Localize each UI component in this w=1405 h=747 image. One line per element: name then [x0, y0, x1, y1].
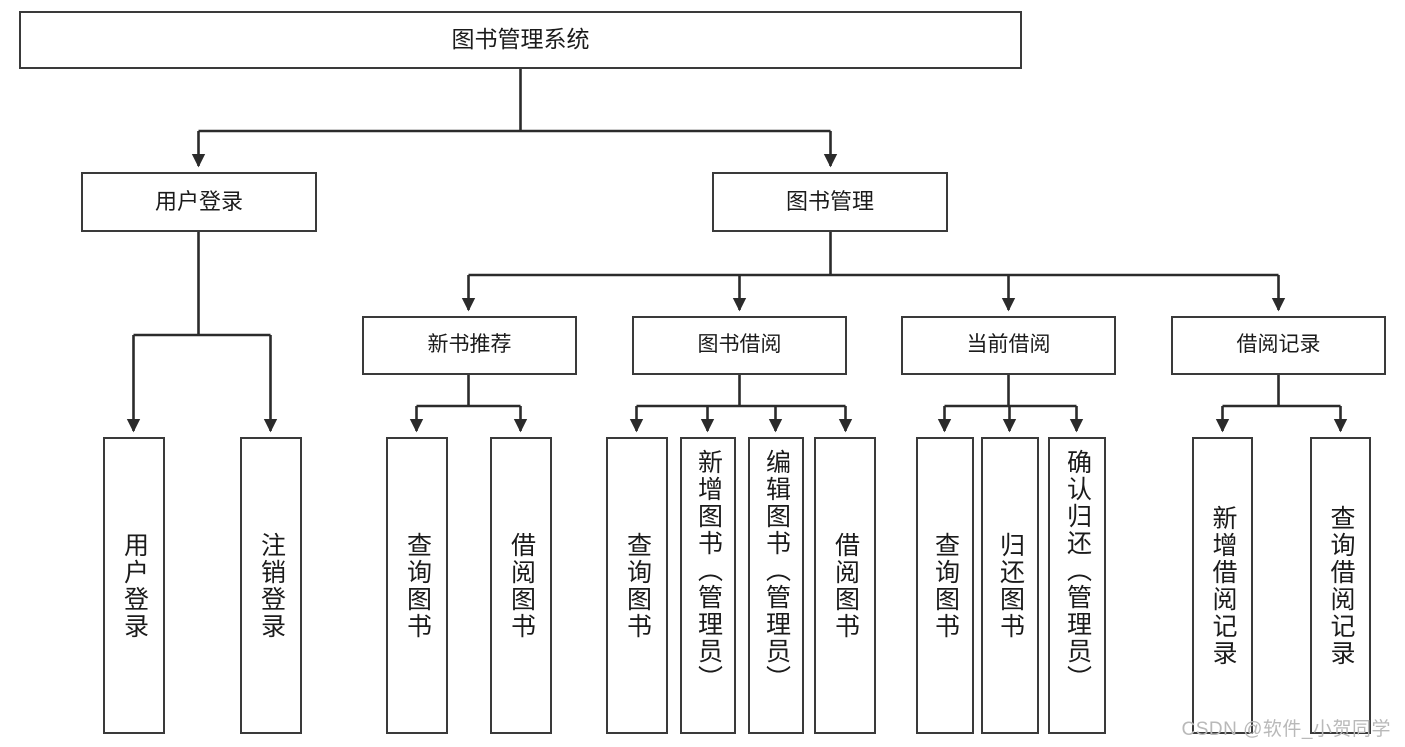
node-current-borrowing[interactable]: 当前借阅 — [901, 316, 1116, 375]
node-label: 注销登录 — [257, 531, 286, 640]
node-user-login[interactable]: 用户登录 — [81, 172, 317, 232]
node-label: 当前借阅 — [966, 333, 1051, 357]
node-label: 查询图书 — [403, 531, 432, 640]
node-label: 用户登录 — [120, 531, 149, 640]
node-label: 确认归还（管理员） — [1063, 449, 1092, 692]
node-label: 借阅记录 — [1236, 333, 1321, 357]
node-label: 编辑图书（管理员） — [762, 449, 791, 692]
node-borrowing-records[interactable]: 借阅记录 — [1171, 316, 1386, 375]
node-leaf-query-borrow-record[interactable]: 查询借阅记录 — [1310, 437, 1371, 734]
node-label: 新增图书（管理员） — [694, 449, 723, 692]
node-leaf-query-book-recommend[interactable]: 查询图书 — [386, 437, 448, 734]
node-leaf-return-book[interactable]: 归还图书 — [981, 437, 1039, 734]
node-leaf-query-book-current[interactable]: 查询图书 — [916, 437, 974, 734]
node-leaf-confirm-return-admin[interactable]: 确认归还（管理员） — [1048, 437, 1106, 734]
node-book-management[interactable]: 图书管理 — [712, 172, 948, 232]
node-book-borrowing[interactable]: 图书借阅 — [632, 316, 847, 375]
node-leaf-add-book-admin[interactable]: 新增图书（管理员） — [680, 437, 736, 734]
node-label: 查询借阅记录 — [1327, 504, 1355, 667]
node-label: 用户登录 — [154, 189, 243, 215]
node-new-book-recommendation[interactable]: 新书推荐 — [362, 316, 577, 375]
node-leaf-user-logout[interactable]: 注销登录 — [240, 437, 302, 734]
csdn-watermark: CSDN @软件_小贺同学 — [1181, 719, 1391, 740]
node-label: 新书推荐 — [427, 333, 512, 357]
node-leaf-query-book-borrow[interactable]: 查询图书 — [606, 437, 668, 734]
node-leaf-borrow-book-borrow[interactable]: 借阅图书 — [814, 437, 876, 734]
node-label: 借阅图书 — [831, 531, 860, 640]
node-leaf-user-login[interactable]: 用户登录 — [103, 437, 165, 734]
node-label: 图书管理 — [785, 189, 874, 215]
node-label: 查询图书 — [931, 531, 960, 640]
node-root-book-management-system[interactable]: 图书管理系统 — [19, 11, 1022, 69]
node-label: 查询图书 — [623, 531, 652, 640]
node-label: 图书管理系统 — [451, 26, 590, 53]
node-leaf-add-borrow-record[interactable]: 新增借阅记录 — [1192, 437, 1253, 734]
node-leaf-borrow-book-recommend[interactable]: 借阅图书 — [490, 437, 552, 734]
node-leaf-edit-book-admin[interactable]: 编辑图书（管理员） — [748, 437, 804, 734]
node-label: 图书借阅 — [697, 333, 782, 357]
node-label: 归还图书 — [996, 531, 1025, 640]
node-label: 借阅图书 — [507, 531, 536, 640]
node-label: 新增借阅记录 — [1209, 504, 1237, 667]
